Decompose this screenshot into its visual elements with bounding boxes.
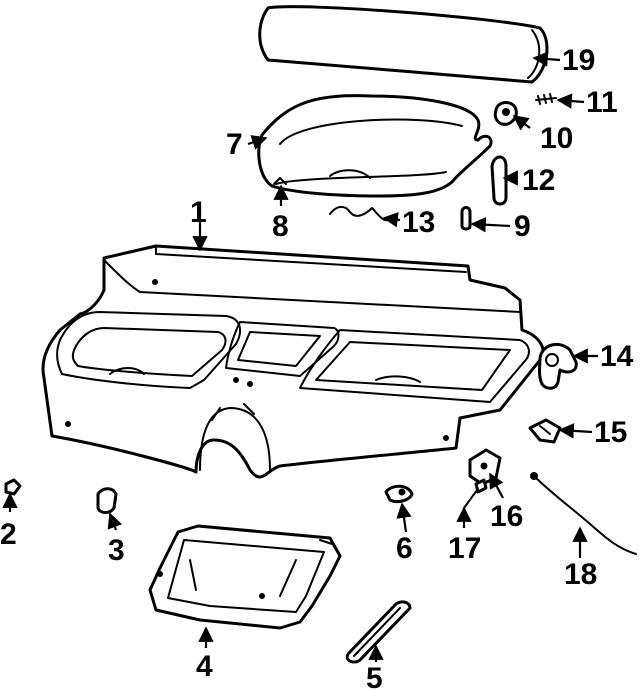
part-18-cable (530, 472, 637, 555)
callout-9: 9 (514, 210, 531, 243)
callout-7: 7 (226, 128, 243, 161)
callout-2: 2 (0, 518, 17, 551)
part-11-spring (535, 93, 557, 105)
callout-8: 8 (272, 210, 289, 243)
part-12-handle (490, 155, 508, 206)
part-8-bumper (273, 177, 287, 185)
callout-19: 19 (562, 44, 595, 77)
part-4-lower-bin (148, 524, 342, 630)
part-2-push-pin (4, 478, 22, 496)
part-3-bumper-block (96, 487, 118, 514)
part-9-clip (460, 206, 472, 231)
callout-17: 17 (448, 532, 481, 565)
part-6-clip (384, 484, 414, 504)
callout-11: 11 (586, 86, 618, 119)
callout-4: 4 (196, 650, 213, 683)
callout-15: 15 (594, 416, 627, 449)
part-13-rod (329, 206, 391, 222)
part-17-screw (463, 478, 488, 509)
part-14-hinge-bracket (538, 342, 578, 390)
callout-10: 10 (540, 122, 573, 155)
callout-18: 18 (564, 558, 597, 591)
callout-5: 5 (366, 662, 383, 691)
part-5-pry-bar (345, 600, 412, 664)
callout-labels: 19 11 10 7 12 8 13 9 1 14 15 16 17 18 2 … (0, 44, 634, 691)
part-15-latch (528, 418, 562, 444)
callout-12: 12 (522, 164, 555, 197)
part-7-lid (257, 94, 493, 198)
callout-3: 3 (108, 534, 125, 567)
callout-1: 1 (190, 196, 207, 229)
callout-13: 13 (402, 206, 435, 239)
callout-14: 14 (600, 340, 634, 373)
part-1-storage-tray (41, 244, 545, 479)
callout-6: 6 (396, 532, 413, 565)
callout-16: 16 (490, 500, 523, 533)
part-19-cover-panel (258, 5, 549, 84)
leader-lines (2, 51, 598, 662)
part-10-latch-knob (493, 101, 518, 126)
